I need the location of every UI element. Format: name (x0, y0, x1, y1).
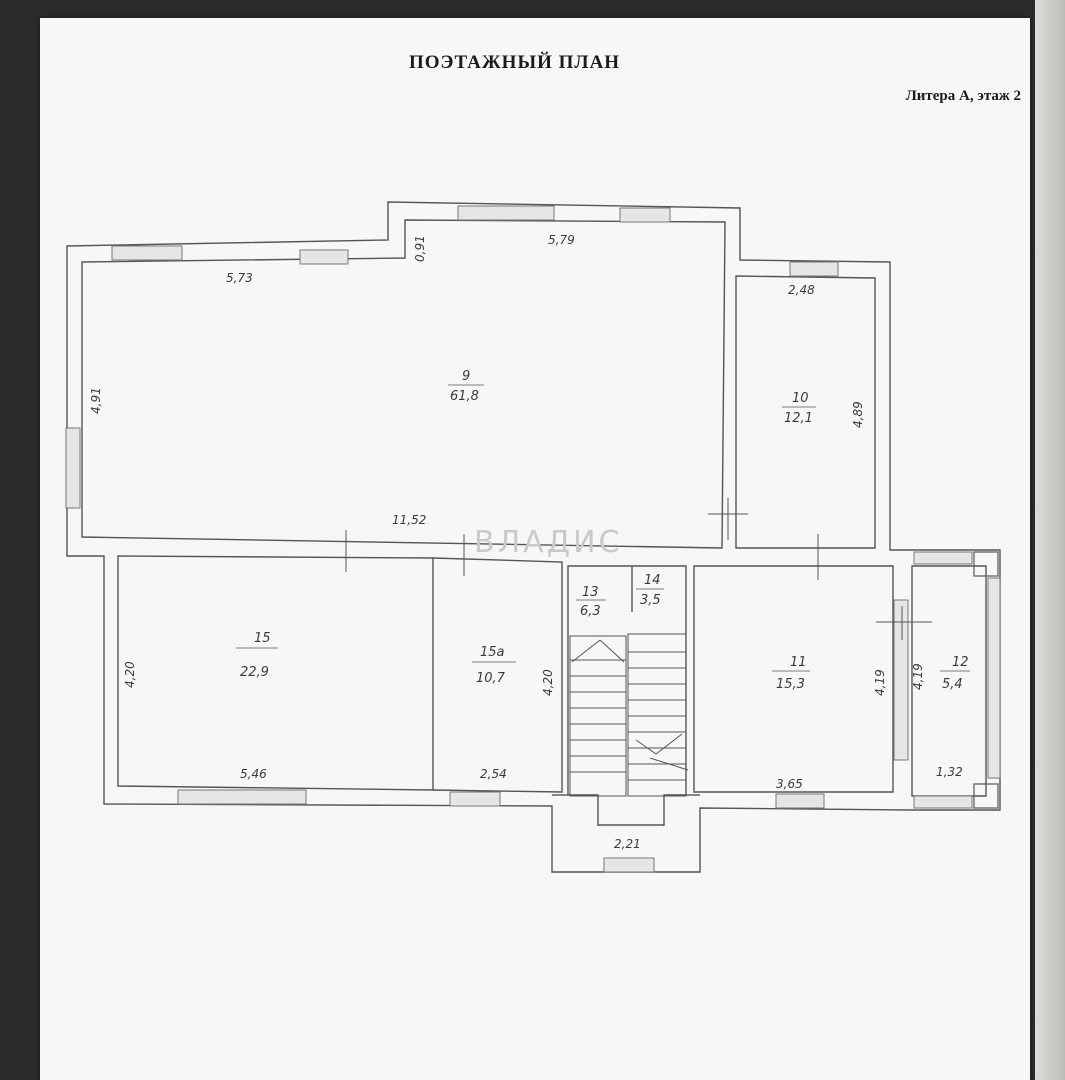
dim-room9-width: 11,52 (392, 513, 426, 527)
room-14-label: 14 3,5 (636, 573, 664, 608)
svg-text:3,5: 3,5 (640, 593, 661, 608)
room-11-label: 11 15,3 (772, 655, 810, 692)
staircase (569, 633, 689, 826)
svg-text:15,3: 15,3 (776, 677, 805, 692)
dim-top-left-width: 5,73 (226, 271, 253, 285)
dim-room12-height: 4,19 (911, 663, 925, 690)
paper-sheet (40, 18, 1030, 1080)
windows (65, 205, 1001, 873)
watermark-text: ВЛАДИС (474, 525, 623, 560)
svg-text:12,1: 12,1 (784, 411, 813, 426)
dim-room12-width: 1,32 (936, 765, 963, 779)
room-15-label: 15 22,9 (236, 631, 278, 680)
svg-text:14: 14 (644, 573, 661, 588)
svg-text:22,9: 22,9 (240, 665, 269, 680)
dim-room15a-width: 2,54 (480, 767, 507, 781)
dimension-labels: 5,79 5,73 0,91 2,48 4,91 4,89 11,52 4,20… (89, 233, 963, 851)
door-marks (345, 498, 932, 640)
dim-stair-width: 2,21 (614, 837, 641, 851)
dim-step-height: 0,91 (413, 235, 427, 262)
walls (66, 201, 1001, 873)
dim-room11-height: 4,19 (873, 669, 887, 696)
dim-top-right-width: 5,79 (548, 233, 575, 247)
room-12-label: 12 5,4 (940, 655, 970, 692)
room-10-label: 10 12,1 (782, 391, 816, 426)
svg-text:15: 15 (254, 631, 271, 646)
plan-subtitle: Литера А, этаж 2 (905, 88, 1021, 104)
page-edge-shadow (1035, 0, 1065, 1080)
plan-title: ПОЭТАЖНЫЙ ПЛАН (409, 52, 621, 73)
dim-room11-width: 3,65 (776, 777, 803, 791)
dim-room15-height: 4,20 (123, 661, 137, 688)
svg-text:12: 12 (952, 655, 969, 670)
svg-text:61,8: 61,8 (450, 389, 479, 404)
dim-room10-height: 4,89 (851, 401, 865, 428)
svg-text:15а: 15а (480, 645, 505, 660)
room-15a-label: 15а 10,7 (472, 645, 516, 686)
svg-text:13: 13 (582, 585, 599, 600)
svg-text:10,7: 10,7 (476, 671, 506, 686)
room-labels: 9 61,8 10 12,1 11 15,3 12 5,4 13 6,3 14 … (236, 369, 970, 692)
corner-columns (973, 551, 999, 809)
dim-room15-width: 5,46 (240, 767, 267, 781)
svg-text:9: 9 (462, 369, 470, 384)
dim-room10-width: 2,48 (788, 283, 815, 297)
room-13-label: 13 6,3 (576, 585, 606, 619)
svg-text:10: 10 (792, 391, 809, 406)
dim-room15a-height: 4,20 (541, 669, 555, 696)
room-9-label: 9 61,8 (448, 369, 484, 404)
svg-text:5,4: 5,4 (942, 677, 963, 692)
svg-text:6,3: 6,3 (580, 604, 601, 619)
svg-text:11: 11 (790, 655, 807, 670)
dim-room9-height: 4,91 (89, 387, 103, 414)
